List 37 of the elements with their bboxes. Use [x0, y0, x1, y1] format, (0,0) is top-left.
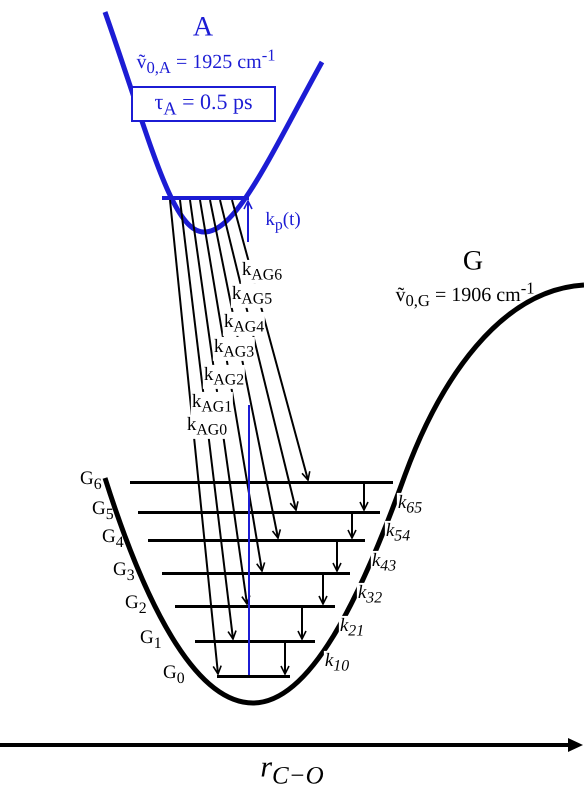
energy-level [162, 196, 249, 200]
rate-label: k$_{p}$(t) [264, 210, 302, 234]
state-label: G [462, 246, 484, 278]
level-label: G$_{5}$ [92, 499, 114, 524]
rate-label: k$_{AG6}$ [240, 260, 284, 284]
arrow [297, 608, 307, 640]
rate-label: k$_{AG1}$ [190, 392, 234, 416]
rate-label: k$_{AG3}$ [212, 336, 256, 362]
axis-label: r$_{C−O}$ [260, 750, 324, 787]
level-label: G$_{3}$ [113, 560, 135, 584]
level-label: G$_{4}$ [102, 527, 124, 552]
arrow [219, 200, 299, 511]
rate-label: k$_{AG4}$ [222, 312, 266, 336]
arrow [359, 484, 369, 511]
connector-line [248, 405, 250, 675]
rate-label: k$_{AG0}$ [186, 414, 228, 440]
arrow [179, 200, 237, 640]
arrow [209, 200, 282, 539]
arrow [199, 200, 266, 572]
rate-label: k$_{AG5}$ [230, 284, 274, 308]
arrow [243, 200, 253, 242]
rate-label: k$_{AG2}$ [202, 364, 246, 390]
state-label: A [192, 12, 214, 44]
frequency-label: ṽ$_{0,G}$ = 1906 cm$^{-1}$ [395, 280, 535, 310]
arrow [318, 575, 328, 605]
arrow [231, 200, 311, 481]
level-label: G$_{1}$ [140, 628, 162, 652]
level-label: G$_{0}$ [163, 663, 185, 688]
arrow [347, 514, 357, 539]
level-label: G$_{6}$ [80, 469, 102, 494]
arrow [280, 643, 290, 675]
lifetime-box: τ$_{A}$ = 0.5 ps [131, 86, 276, 122]
arrow [189, 200, 251, 605]
arrow [332, 542, 342, 572]
frequency-label: ṽ$_{0,A}$ = 1925 cm$^{-1}$ [136, 46, 276, 78]
level-label: G$_{2}$ [125, 593, 147, 618]
arrow [169, 200, 222, 675]
